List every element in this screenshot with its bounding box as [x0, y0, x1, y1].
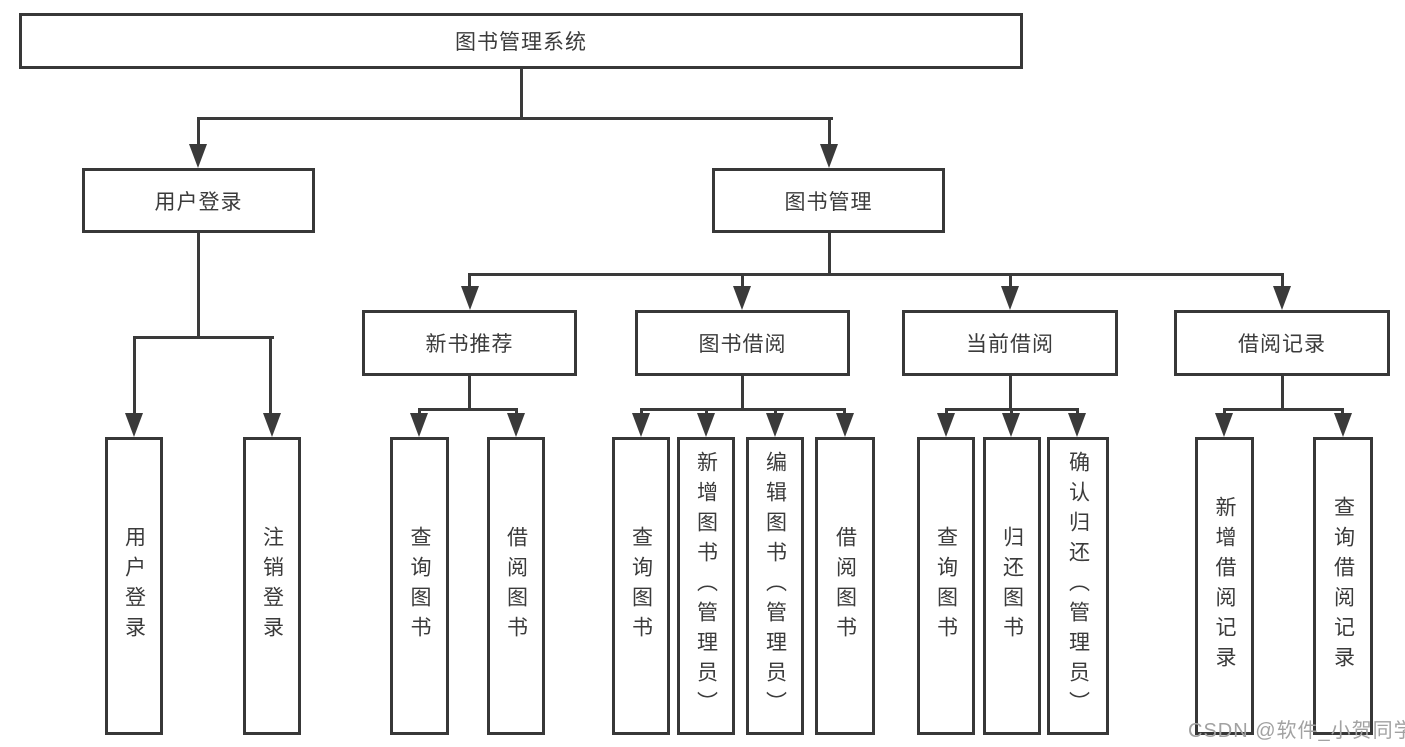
arrow-down-icon	[1068, 413, 1086, 437]
connector-root-down	[520, 69, 523, 117]
arrow-down-icon	[836, 413, 854, 437]
leaf-add-book-admin-label: 新增图书（管理员）	[694, 451, 718, 721]
leaf-return-book: 归还图书	[983, 437, 1041, 735]
connector-stem	[515, 408, 518, 417]
connector-stem	[774, 408, 777, 417]
leaf-logout-label: 注销登录	[260, 526, 284, 646]
connector-stem	[705, 408, 708, 417]
connector-current-borrow-down	[1009, 376, 1012, 408]
connector-user-login-rail	[133, 336, 274, 339]
csdn-watermark: CSDN @软件_小贺同学	[1188, 720, 1405, 742]
leaf-query-borrow-record: 查询借阅记录	[1313, 437, 1373, 735]
arrow-down-icon	[1273, 286, 1291, 310]
connector-user-login-down	[197, 233, 200, 336]
arrow-down-icon	[461, 286, 479, 310]
connector-level3-rail	[468, 273, 1284, 276]
arrow-down-icon	[1001, 286, 1019, 310]
connector-level2-rail	[197, 117, 833, 120]
connector-stem-new-book	[468, 273, 471, 289]
node-book-borrowing: 图书借阅	[635, 310, 850, 376]
connector-book-borrow-down	[741, 376, 744, 408]
connector-stem	[1076, 408, 1079, 417]
connector-stem-book-borrow	[741, 273, 744, 289]
leaf-query-book-2: 查询图书	[612, 437, 670, 735]
connector-stem-logout-leaf	[269, 336, 272, 415]
arrow-down-icon	[820, 144, 838, 168]
leaf-add-book-admin: 新增图书（管理员）	[677, 437, 735, 735]
arrow-down-icon	[937, 413, 955, 437]
leaf-borrow-book-1: 借阅图书	[487, 437, 545, 735]
arrow-down-icon	[1002, 413, 1020, 437]
connector-stem	[640, 408, 643, 417]
connector-stem-current-borrow	[1009, 273, 1012, 289]
node-book-borrowing-label: 图书借阅	[698, 333, 787, 356]
arrow-down-icon	[733, 286, 751, 310]
leaf-query-book-1-label: 查询图书	[408, 526, 431, 646]
arrow-down-icon	[766, 413, 784, 437]
connector-stem	[843, 408, 846, 417]
connector-borrow-records-rail	[1223, 408, 1344, 411]
leaf-confirm-return-admin: 确认归还（管理员）	[1047, 437, 1109, 735]
leaf-borrow-book-1-label: 借阅图书	[504, 526, 528, 646]
leaf-query-book-2-label: 查询图书	[629, 526, 653, 646]
connector-book-mgmt-down	[828, 233, 831, 273]
arrow-down-icon	[263, 413, 281, 437]
connector-new-book-down	[468, 376, 471, 408]
leaf-query-book-1: 查询图书	[390, 437, 449, 735]
leaf-add-borrow-record-label: 新增借阅记录	[1213, 496, 1236, 676]
arrow-down-icon	[697, 413, 715, 437]
node-borrowing-records: 借阅记录	[1174, 310, 1390, 376]
connector-stem	[945, 408, 948, 417]
connector-stem	[418, 408, 421, 417]
node-book-management: 图书管理	[712, 168, 945, 233]
connector-borrow-records-down	[1281, 376, 1284, 408]
arrow-down-icon	[507, 413, 525, 437]
leaf-query-book-3: 查询图书	[917, 437, 975, 735]
leaf-edit-book-admin: 编辑图书（管理员）	[746, 437, 804, 735]
node-root: 图书管理系统	[19, 13, 1023, 69]
arrow-down-icon	[632, 413, 650, 437]
node-current-borrowing: 当前借阅	[902, 310, 1118, 376]
node-root-label: 图书管理系统	[455, 31, 587, 54]
arrow-down-icon	[189, 144, 207, 168]
leaf-borrow-book-2-label: 借阅图书	[833, 526, 857, 646]
connector-stem-book-mgmt	[828, 117, 831, 147]
connector-book-borrow-rail	[640, 408, 846, 411]
arrow-down-icon	[1215, 413, 1233, 437]
connector-new-book-rail	[418, 408, 518, 411]
node-borrowing-records-label: 借阅记录	[1238, 333, 1326, 356]
leaf-edit-book-admin-label: 编辑图书（管理员）	[763, 451, 787, 721]
connector-stem-login-leaf	[133, 336, 136, 415]
connector-stem	[1010, 408, 1013, 417]
leaf-return-book-label: 归还图书	[1000, 526, 1024, 646]
node-current-borrowing-label: 当前借阅	[966, 333, 1054, 356]
connector-stem-borrow-records	[1281, 273, 1284, 289]
leaf-user-login: 用户登录	[105, 437, 163, 735]
leaf-confirm-return-admin-label: 确认归还（管理员）	[1066, 451, 1090, 721]
leaf-query-book-3-label: 查询图书	[934, 526, 958, 646]
leaf-borrow-book-2: 借阅图书	[815, 437, 875, 735]
node-book-management-label: 图书管理	[784, 190, 873, 214]
arrow-down-icon	[125, 413, 143, 437]
arrow-down-icon	[410, 413, 428, 437]
node-new-book-recommend-label: 新书推荐	[425, 333, 514, 356]
connector-stem-user-login	[197, 117, 200, 147]
connector-stem	[1341, 408, 1344, 417]
node-user-login-label: 用户登录	[154, 190, 243, 214]
node-user-login: 用户登录	[82, 168, 315, 233]
leaf-logout: 注销登录	[243, 437, 301, 735]
leaf-add-borrow-record: 新增借阅记录	[1195, 437, 1254, 735]
leaf-user-login-label: 用户登录	[122, 526, 146, 646]
arrow-down-icon	[1334, 413, 1352, 437]
node-new-book-recommend: 新书推荐	[362, 310, 577, 376]
connector-stem	[1223, 408, 1226, 417]
leaf-query-borrow-record-label: 查询借阅记录	[1331, 496, 1355, 676]
